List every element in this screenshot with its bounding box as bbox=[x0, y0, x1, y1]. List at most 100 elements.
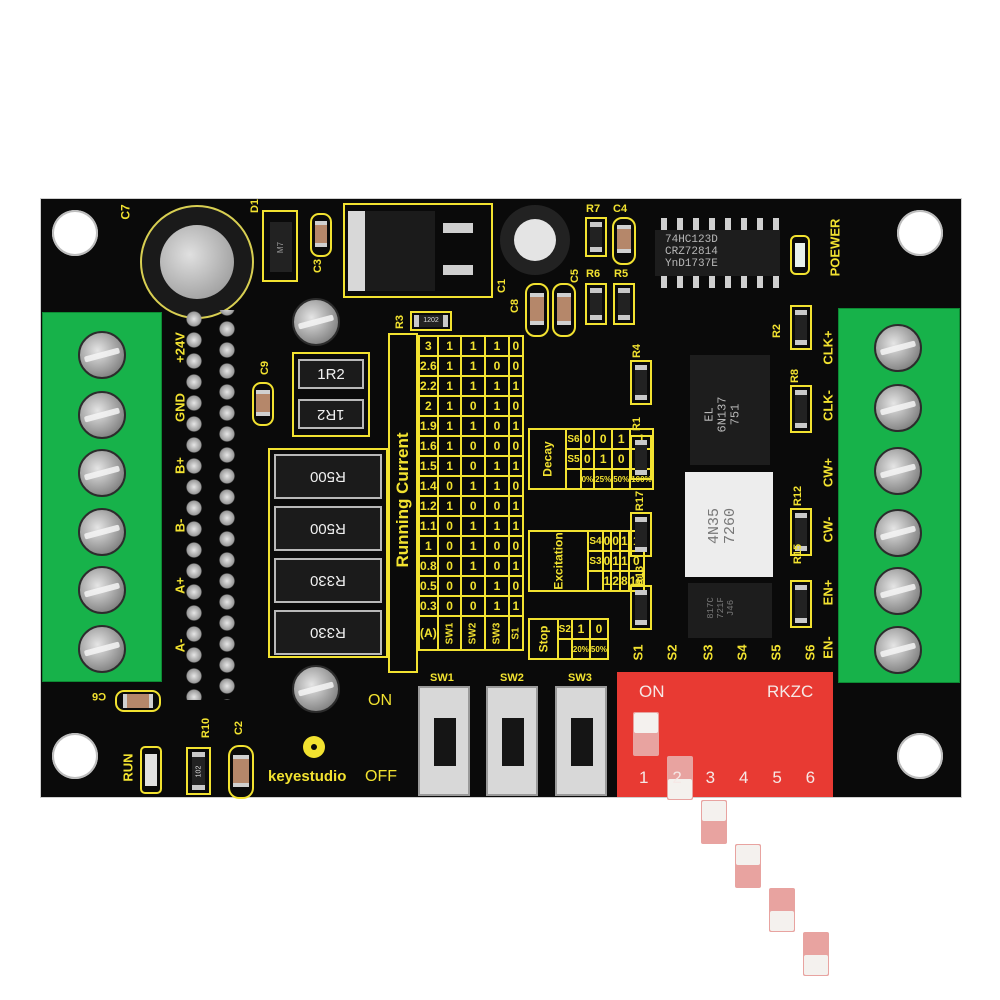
current-value: 0.3 bbox=[418, 595, 439, 617]
dip-switch-1[interactable] bbox=[633, 712, 659, 756]
switch-state-cell: 0 bbox=[460, 575, 487, 597]
column-header: SW2 bbox=[467, 622, 479, 644]
mounting-hole-top-left bbox=[52, 210, 98, 256]
capacitor-top bbox=[514, 219, 556, 261]
excitation-cell: 1 bbox=[610, 550, 621, 572]
switch-state-cell: 0 bbox=[436, 555, 463, 577]
resistor-1r2-a: 1R2 bbox=[298, 359, 364, 389]
terminal-screw[interactable] bbox=[78, 625, 126, 673]
current-value: 1.5 bbox=[418, 455, 439, 477]
label-r12: R12 bbox=[792, 485, 805, 507]
terminal-screw[interactable] bbox=[874, 324, 922, 372]
switch-state-cell: 1 bbox=[507, 495, 525, 517]
terminal-screw[interactable] bbox=[78, 566, 126, 614]
regulator-outline bbox=[343, 203, 493, 298]
ic-pins-bottom bbox=[655, 276, 780, 288]
dip-numbers: 1 2 3 4 5 6 bbox=[639, 768, 839, 788]
switch-state-cell: 1 bbox=[484, 395, 510, 417]
switch-state-cell: 0 bbox=[507, 435, 525, 457]
switch-state-cell: 0 bbox=[507, 395, 525, 417]
switch-state-cell: 0 bbox=[460, 395, 487, 417]
current-value: 1.9 bbox=[418, 415, 439, 437]
resistor-r4-outline bbox=[630, 360, 652, 405]
capacitor-c2-outline bbox=[228, 745, 254, 799]
resistor-r13 bbox=[635, 590, 647, 625]
slide-switch-knob[interactable] bbox=[434, 718, 456, 766]
switch-state-cell: 0 bbox=[507, 355, 525, 377]
current-value: 1.6 bbox=[418, 435, 439, 457]
label-r3: R3 bbox=[394, 314, 407, 330]
decay-cell: 1 bbox=[593, 448, 614, 470]
stop-title: Stop bbox=[536, 625, 551, 653]
mounting-screw-bottom bbox=[292, 665, 340, 713]
terminal-screw[interactable] bbox=[874, 509, 922, 557]
dip-switch-knob[interactable] bbox=[634, 713, 658, 733]
label-sw2: SW2 bbox=[500, 672, 524, 684]
resistor-r2 bbox=[795, 310, 807, 345]
terminal-screw[interactable] bbox=[874, 626, 922, 674]
switch-state-cell: 1 bbox=[507, 415, 525, 437]
dip-switch-4[interactable] bbox=[735, 844, 761, 888]
resistor-r500-b: R500 bbox=[274, 506, 382, 551]
label-cw-minus: CW- bbox=[820, 516, 836, 543]
stop-header: S2 bbox=[556, 618, 573, 640]
dip-switch-5[interactable] bbox=[769, 888, 795, 932]
resistor-r17 bbox=[635, 517, 647, 552]
terminal-screw[interactable] bbox=[78, 391, 126, 439]
terminal-screw[interactable] bbox=[78, 331, 126, 379]
decay-label: 25% bbox=[593, 468, 614, 490]
terminal-screw[interactable] bbox=[78, 449, 126, 497]
resistor-r15-outline bbox=[790, 580, 812, 628]
diode-d1: M7 bbox=[262, 210, 298, 282]
terminal-screw[interactable] bbox=[874, 567, 922, 615]
switch-state-cell: 1 bbox=[507, 515, 525, 537]
resistor-value: R330 bbox=[310, 624, 346, 641]
diode-body: M7 bbox=[270, 222, 292, 272]
stop-cell: 0 bbox=[588, 618, 609, 640]
switch-state-cell: 1 bbox=[484, 455, 510, 477]
dip-brand-label: RKZC bbox=[767, 682, 814, 701]
excitation-label: 8 bbox=[619, 570, 630, 592]
switch-state-cell: 0 bbox=[484, 415, 510, 437]
label-r10: R10 bbox=[200, 717, 213, 739]
label-b-plus: B+ bbox=[172, 457, 188, 474]
label-r6: R6 bbox=[586, 268, 601, 280]
diode-marking: M7 bbox=[276, 241, 286, 253]
slide-switch-sw1[interactable] bbox=[418, 686, 470, 796]
excitation-cell: 0 bbox=[610, 530, 621, 552]
ic-74hc123d: 74HC123D CRZ72814 YnD1737E bbox=[655, 218, 780, 290]
terminal-screw[interactable] bbox=[78, 508, 126, 556]
dip-switch-knob[interactable] bbox=[702, 801, 726, 821]
slide-switch-knob[interactable] bbox=[571, 718, 593, 766]
label-off: OFF bbox=[365, 768, 397, 785]
capacitor-c5 bbox=[557, 293, 571, 325]
opto-line: 817C bbox=[705, 597, 716, 619]
dip-number: 6 bbox=[805, 768, 816, 787]
switch-state-cell: 1 bbox=[484, 595, 510, 617]
resistor-r5 bbox=[618, 288, 630, 320]
terminal-screw[interactable] bbox=[874, 447, 922, 495]
mounting-screw-top bbox=[292, 298, 340, 346]
dip-switch-knob[interactable] bbox=[804, 955, 828, 975]
label-r2: R2 bbox=[771, 323, 784, 339]
slide-switch-knob[interactable] bbox=[502, 718, 524, 766]
slide-switch-sw2[interactable] bbox=[486, 686, 538, 796]
dip-switch-6[interactable] bbox=[803, 932, 829, 976]
label-on: ON bbox=[368, 692, 392, 709]
slide-switch-sw3[interactable] bbox=[555, 686, 607, 796]
dip-switch-3[interactable] bbox=[701, 800, 727, 844]
dip-switch-2[interactable] bbox=[667, 756, 693, 800]
terminal-screw[interactable] bbox=[874, 384, 922, 432]
label-c6: C6 bbox=[92, 690, 107, 702]
switch-state-cell: 0 bbox=[484, 435, 510, 457]
dip-switch-knob[interactable] bbox=[770, 911, 794, 931]
switch-state-cell: 0 bbox=[507, 535, 525, 557]
switch-state-cell: 0 bbox=[484, 355, 510, 377]
label-r15: R15 bbox=[792, 543, 805, 565]
capacitor-c9-outline bbox=[252, 382, 274, 426]
dip-switch-knob[interactable] bbox=[668, 779, 692, 799]
current-value: 1.1 bbox=[418, 515, 439, 537]
dip-switch-knob[interactable] bbox=[736, 845, 760, 865]
